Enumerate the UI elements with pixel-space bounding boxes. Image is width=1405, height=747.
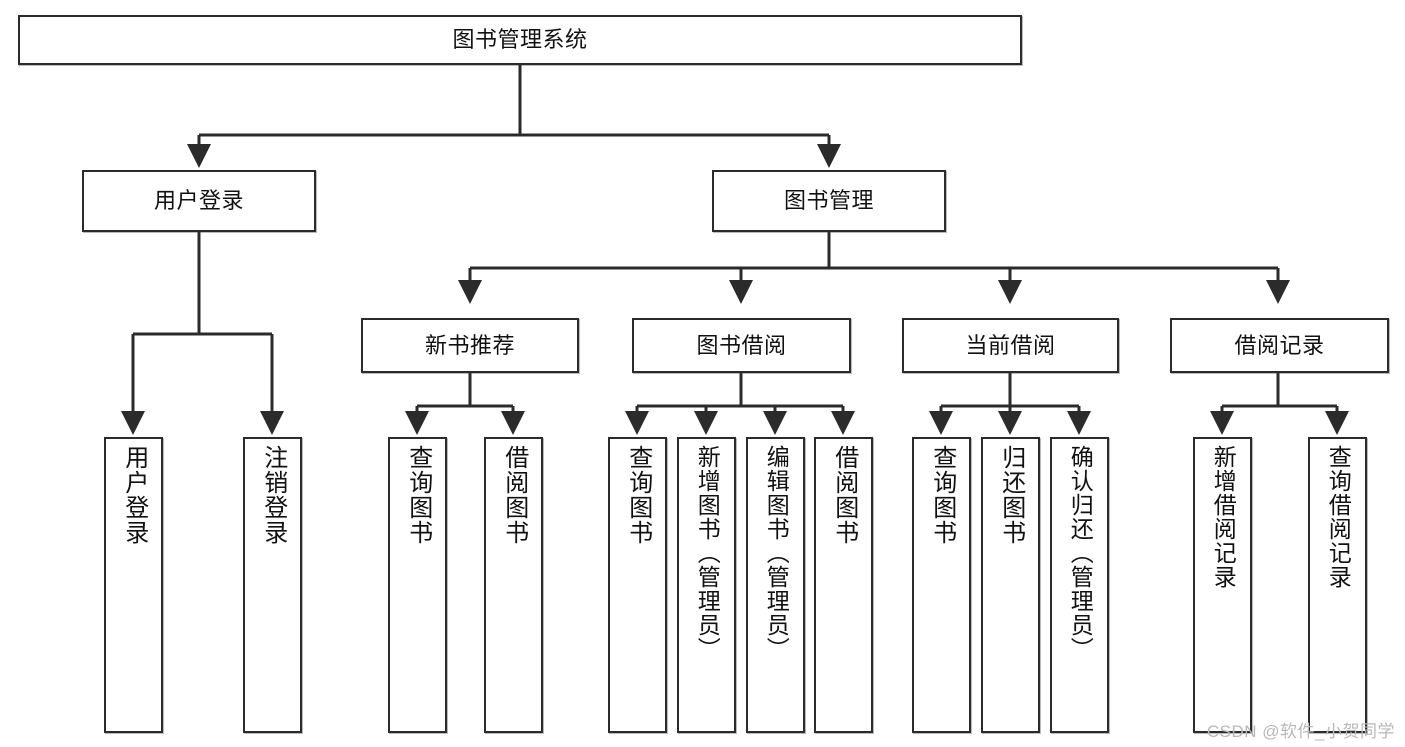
- node-label: 图书管理: [783, 188, 874, 214]
- node-label: 编辑图书（管理员）: [763, 445, 790, 661]
- node-label: 图书管理系统: [452, 27, 588, 53]
- node-label: 当前借阅: [965, 332, 1056, 358]
- leaf-confirm-return-admin[interactable]: 确认归还（管理员）: [1050, 437, 1109, 733]
- node-label: 新增借阅记录: [1210, 445, 1237, 589]
- leaf-logout[interactable]: 注销登录: [243, 437, 302, 733]
- node-label: 用户登录: [153, 188, 244, 214]
- node-user-login[interactable]: 用户登录: [82, 170, 316, 232]
- node-label: 用户登录: [120, 445, 148, 545]
- node-label: 借阅记录: [1234, 332, 1325, 358]
- node-label: 新书推荐: [424, 332, 515, 358]
- node-label: 归还图书: [997, 445, 1025, 545]
- node-label: 借阅图书: [830, 445, 858, 545]
- leaf-query-borrow-record[interactable]: 查询借阅记录: [1308, 437, 1367, 733]
- node-book-borrow[interactable]: 图书借阅: [632, 318, 851, 373]
- leaf-edit-book-admin[interactable]: 编辑图书（管理员）: [746, 437, 805, 733]
- node-borrow-record[interactable]: 借阅记录: [1170, 318, 1389, 373]
- node-label: 注销登录: [259, 445, 287, 545]
- leaf-query-book-current[interactable]: 查询图书: [912, 437, 971, 733]
- node-label: 查询图书: [928, 445, 956, 545]
- leaf-add-borrow-record[interactable]: 新增借阅记录: [1193, 437, 1252, 733]
- node-label: 确认归还（管理员）: [1067, 445, 1094, 661]
- leaf-return-book[interactable]: 归还图书: [981, 437, 1040, 733]
- node-new-book-recommend[interactable]: 新书推荐: [361, 318, 579, 373]
- node-current-borrow[interactable]: 当前借阅: [902, 318, 1119, 373]
- leaf-user-login[interactable]: 用户登录: [104, 437, 163, 733]
- leaf-add-book-admin[interactable]: 新增图书（管理员）: [677, 437, 736, 733]
- leaf-borrow-book[interactable]: 借阅图书: [814, 437, 873, 733]
- watermark: CSDN @软件_小贺同学: [1206, 722, 1395, 741]
- leaf-borrow-book-recommend[interactable]: 借阅图书: [484, 437, 543, 733]
- leaf-query-book-borrow[interactable]: 查询图书: [608, 437, 667, 733]
- node-label: 借阅图书: [500, 445, 528, 545]
- node-root-system[interactable]: 图书管理系统: [18, 15, 1022, 65]
- node-label: 查询图书: [624, 445, 652, 545]
- node-label: 查询图书: [404, 445, 432, 545]
- leaf-query-book-recommend[interactable]: 查询图书: [388, 437, 447, 733]
- node-label: 查询借阅记录: [1325, 445, 1352, 589]
- node-label: 图书借阅: [696, 332, 787, 358]
- node-book-management[interactable]: 图书管理: [712, 170, 946, 232]
- node-label: 新增图书（管理员）: [694, 445, 721, 661]
